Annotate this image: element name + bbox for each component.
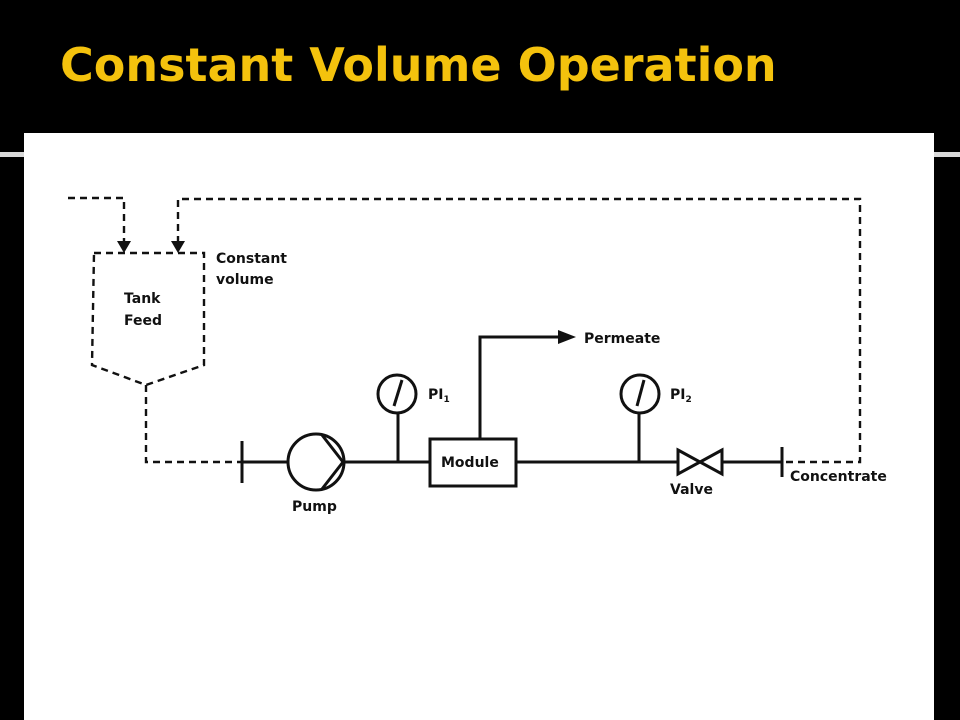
recycle-line (176, 197, 862, 464)
module-label: Module (441, 455, 499, 471)
pump-label: Pump (292, 499, 337, 515)
process-diagram: Tank Feed Constant volume Pump PI1 Modul… (24, 133, 934, 720)
gauge-pi1-icon (376, 373, 418, 415)
feed-inlet-arrow-icon (117, 241, 131, 253)
tank-label: Tank (124, 291, 161, 307)
pump-icon (286, 432, 346, 492)
permeate-arrow-icon (558, 330, 576, 344)
title-rule-right (930, 152, 960, 157)
tank-label-2: Feed (124, 313, 162, 329)
valve-icon (676, 447, 724, 477)
valve-label: Valve (670, 482, 713, 498)
feed-inlet-line (68, 196, 126, 243)
gauge-pi2-icon (619, 373, 661, 415)
slide-title: Constant Volume Operation (60, 38, 777, 92)
permeate-label: Permeate (584, 331, 660, 347)
constant-volume-label-2: volume (216, 272, 274, 288)
gauge-pi2-needle-icon (635, 379, 646, 407)
gauge-pi1-needle-icon (392, 379, 404, 407)
feed-tank (90, 251, 206, 387)
gauge-pi1-label: PI1 (428, 387, 450, 405)
constant-volume-label: Constant (216, 251, 287, 267)
process-diagram-svg: Tank Feed Constant volume Pump PI1 Modul… (68, 196, 887, 515)
concentrate-label: Concentrate (790, 469, 887, 485)
pump-impeller-icon (320, 434, 345, 490)
permeate-line (478, 335, 560, 439)
recycle-arrow-icon (171, 241, 185, 253)
gauge-pi2-label: PI2 (670, 387, 692, 405)
tank-outlet-line (144, 385, 242, 464)
title-rule-left (0, 152, 30, 157)
